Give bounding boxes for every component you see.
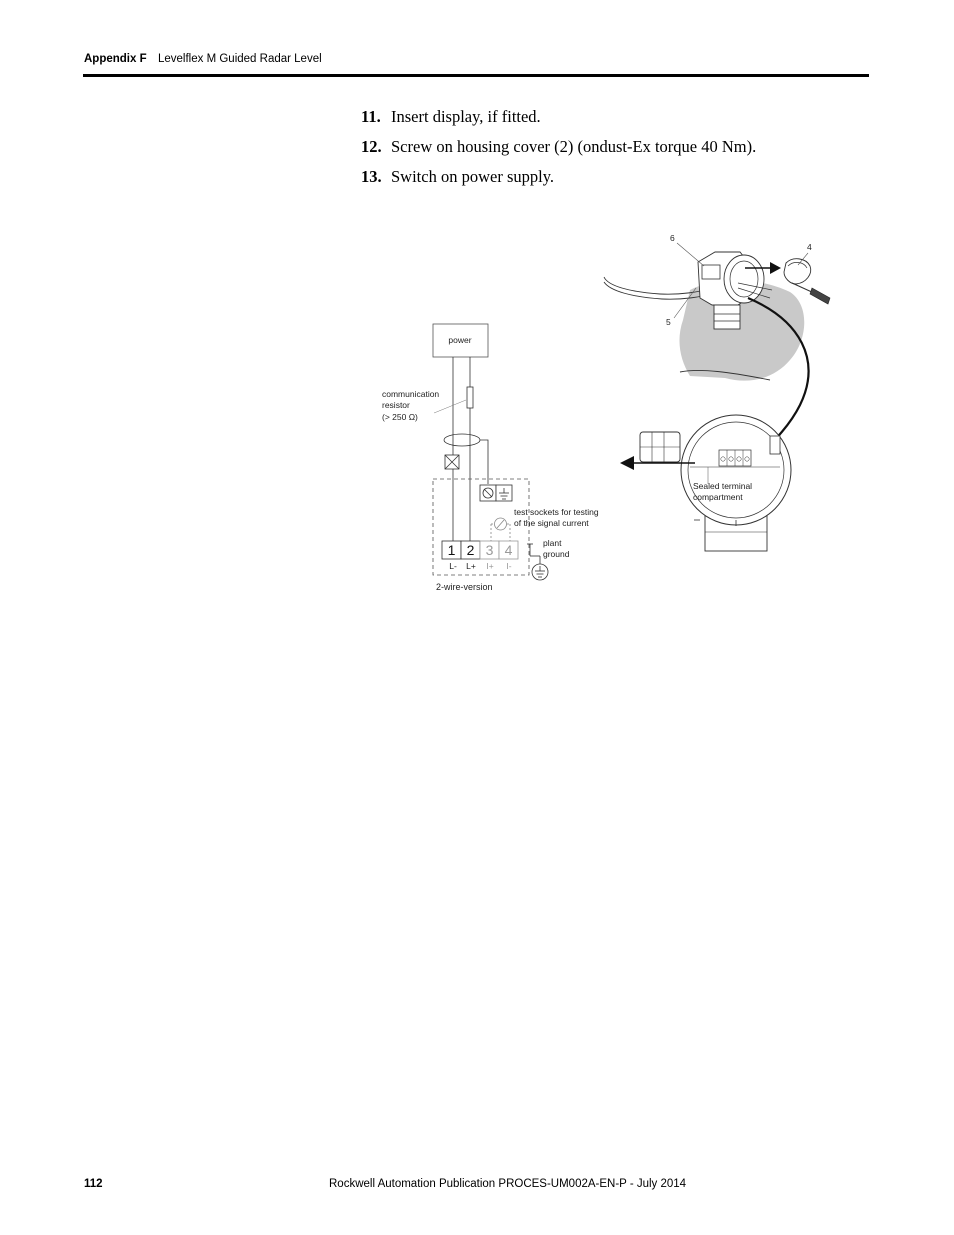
- power-label: power: [448, 335, 471, 345]
- step-number: 12.: [361, 137, 382, 156]
- step-number: 13.: [361, 167, 382, 186]
- terminal-3-number: 3: [486, 542, 494, 558]
- resistor-leader: [433, 399, 467, 414]
- step-text: Switch on power supply.: [391, 167, 555, 186]
- sealed-label-line-1: Sealed terminal: [693, 481, 752, 491]
- housing-neck: [713, 304, 741, 330]
- step-text: Insert display, if fitted.: [391, 107, 541, 126]
- step-number: 11.: [361, 107, 381, 126]
- callout-4: 4: [807, 242, 812, 252]
- callout-6: 6: [670, 233, 675, 243]
- resistor-label-line-2: resistor: [382, 400, 410, 410]
- sealed-label-line-2: compartment: [693, 492, 743, 502]
- terminal-4: [498, 540, 519, 560]
- terminal-sign-2: L+: [466, 561, 476, 571]
- terminal-2-number: 2: [467, 542, 475, 558]
- terminal-4-number: 4: [505, 542, 513, 558]
- terminal-sign-4: I-: [506, 561, 511, 571]
- power-box: [432, 323, 489, 358]
- callout-5: 5: [666, 317, 671, 327]
- plant-ground-label-line-2: ground: [543, 549, 570, 559]
- step-item: 13. Switch on power supply.: [361, 167, 554, 187]
- version-label: 2-wire-version: [436, 582, 493, 592]
- resistor-symbol: [466, 386, 474, 409]
- header-rule: [83, 74, 869, 77]
- cable-gland: [701, 264, 721, 280]
- publication-info: Rockwell Automation Publication PROCES-U…: [329, 1178, 687, 1190]
- test-sockets-label-line-1: test sockets for testing: [514, 507, 599, 517]
- arrow-right-icon: [770, 262, 781, 274]
- housing-shadow: [679, 280, 805, 381]
- step-text: Screw on housing cover (2) (ondust-Ex to…: [391, 137, 757, 156]
- shield-wire: [480, 439, 489, 484]
- terminal-sign-3: I+: [486, 561, 493, 571]
- plant-ground-icon: [531, 563, 549, 581]
- compartment-inner: [687, 421, 785, 519]
- terminal-sign-1: L-: [449, 561, 457, 571]
- wiring-diagram: power communication resistor (> 250 Ω): [382, 233, 831, 592]
- housing-cover: [783, 258, 812, 285]
- page-number: 112: [84, 1178, 103, 1190]
- right-latch: [769, 435, 781, 455]
- wiring-figure: power communication resistor (> 250 Ω): [370, 225, 850, 605]
- resistor-label-line-1: communication: [382, 389, 439, 399]
- appendix-label: Appendix F: [84, 53, 147, 65]
- plant-ground-label-line-1: plant: [543, 538, 562, 548]
- shield-ellipse: [443, 433, 481, 447]
- step-item: 12. Screw on housing cover (2) (ondust-Ex…: [361, 137, 756, 157]
- arrow-left-icon: [620, 456, 634, 470]
- resistor-label-line-3: (> 250 Ω): [382, 412, 418, 422]
- terminal-1-number: 1: [448, 542, 456, 558]
- test-sockets-label-line-2: of the signal current: [514, 518, 589, 528]
- device-outline: [432, 478, 530, 576]
- step-item: 11. Insert display, if fitted.: [361, 107, 541, 127]
- screwdriver: [809, 287, 831, 305]
- header-title: Levelflex M Guided Radar Level: [158, 53, 322, 65]
